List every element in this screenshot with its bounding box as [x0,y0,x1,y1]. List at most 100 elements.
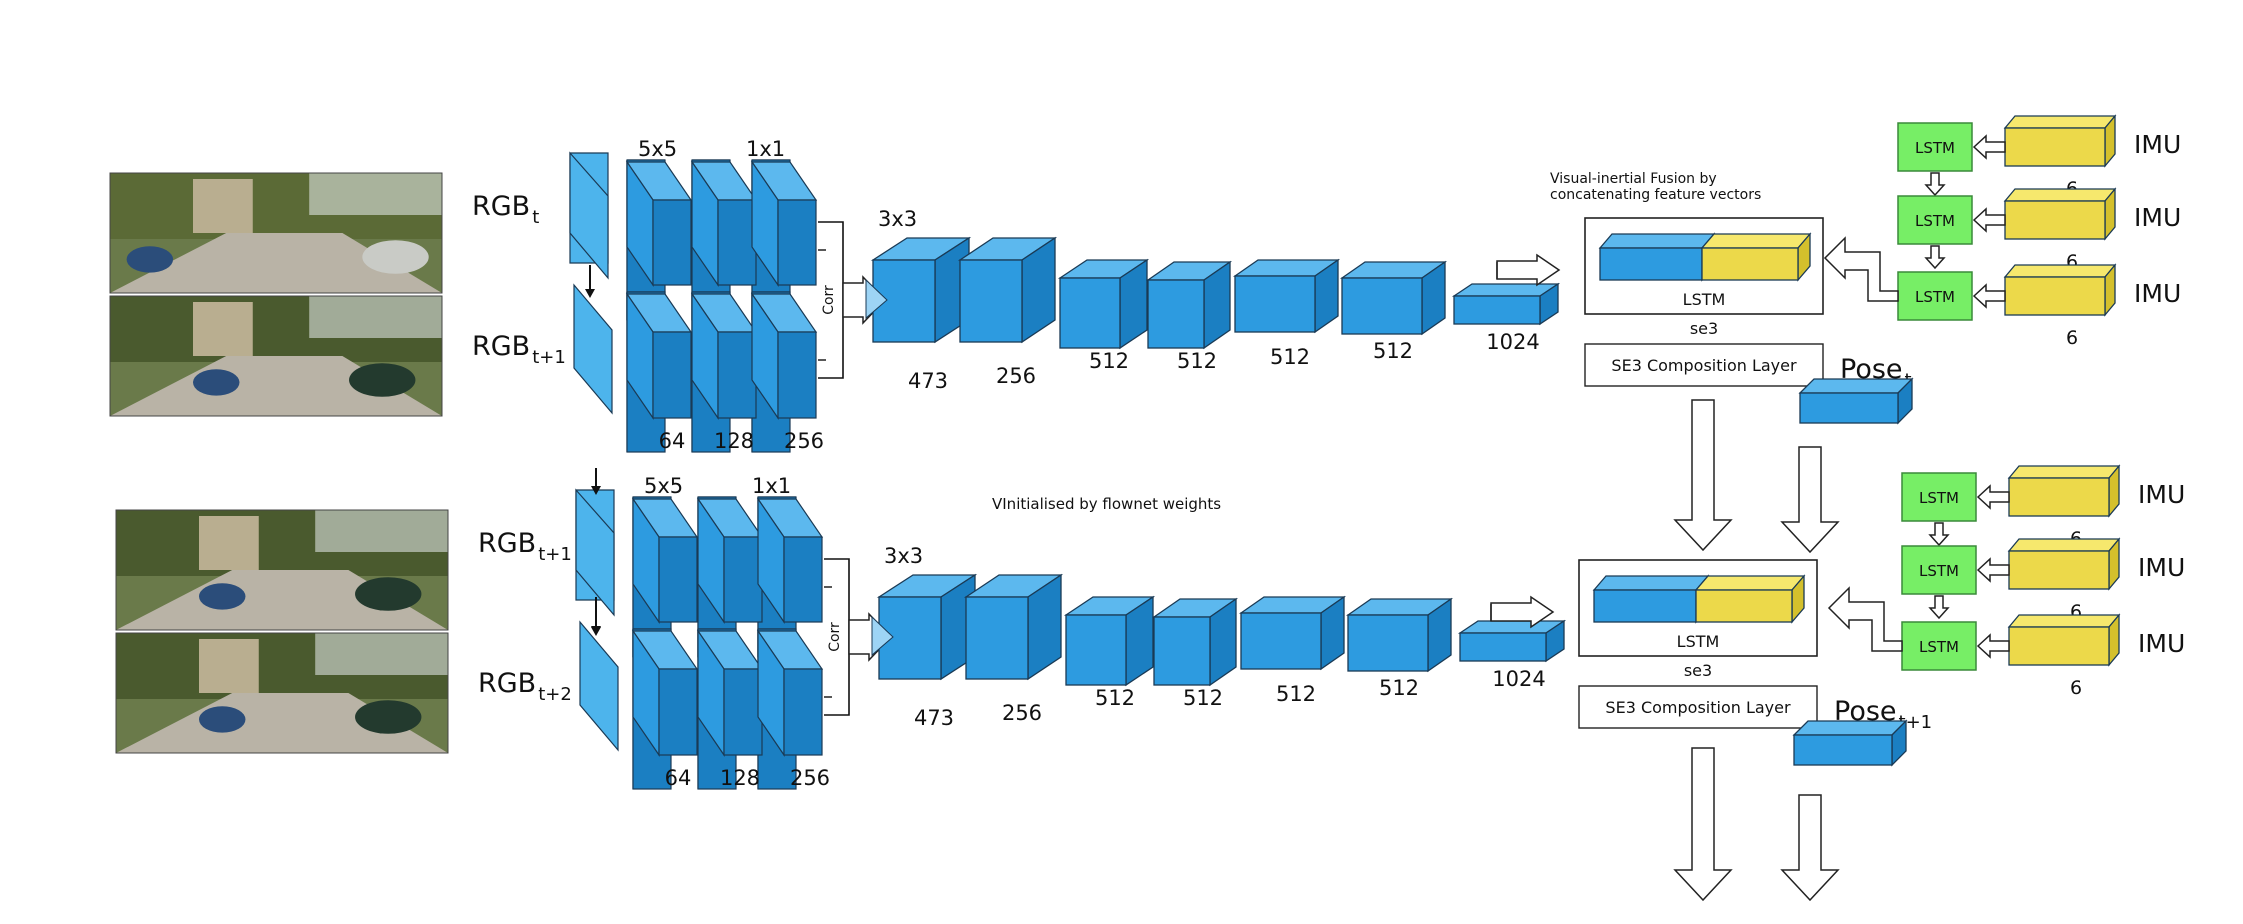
conv-block [1063,595,1156,687]
conv-channel-label: 512 [1373,339,1413,363]
down-hollow-arrow-icon [1780,794,1840,902]
conv-channel-label: 1024 [1486,330,1539,354]
encoder-block-top [750,160,818,287]
conv-channel-label: 473 [908,369,948,393]
photo-sky [315,633,448,675]
encoder-block-bottom [690,292,758,420]
corr-label: Corr [827,622,843,652]
imu-to-fusion-arrow [1823,236,1899,302]
imu-lstm-label: LSTM [1915,288,1955,306]
conv-block [876,573,978,681]
imu-lstm-cell [1901,621,1977,671]
imu-dim-label: 6 [2066,327,2078,349]
encoder-block-bottom [631,629,699,757]
corr-fan [865,278,888,320]
conv-channel-label: 1024 [1492,667,1545,691]
down-hollow-arrow-icon [1928,522,1950,547]
imu-label: IMU [2134,279,2181,308]
kernel-label-1x1: 1x1 [746,137,785,161]
imu-lstm-cell [1897,122,1973,172]
conv-channel-label: 512 [1177,349,1217,373]
box-front [1599,247,1703,281]
photo-car [349,363,416,397]
conv-block [1145,260,1233,350]
imu-dim-label: 6 [2070,677,2082,699]
input-plane-b-shape [573,283,613,415]
imu-lstm-cell [1897,271,1973,321]
conv-channel-label: 512 [1089,349,1129,373]
imu-lstm-label: LSTM [1915,139,1955,157]
photo-car [362,240,429,274]
box-front [1453,295,1541,325]
box-front [1793,734,1893,766]
photo-car [355,700,422,734]
photo-road [110,233,442,293]
kernel-label-1x1: 1x1 [752,474,791,498]
imu-lstm-cell [1901,472,1977,522]
conv-block [1057,258,1150,350]
imu-input-vector [2003,114,2117,168]
arrow-head [591,486,601,495]
slab-front [652,331,692,419]
box-front [1059,277,1121,349]
photo-car [199,706,246,733]
box-front [2004,276,2106,316]
photo-frame-a [115,509,449,631]
box-top [2003,115,2117,129]
photo-car [193,369,240,396]
box-front [2004,200,2106,240]
encoder-block-bottom [750,292,818,420]
box-top [1694,575,1806,591]
box-front [2004,127,2106,167]
kernel-label-5x5: 5x5 [638,137,677,161]
visual-feature-vector [1592,574,1710,624]
down-hollow-arrow-icon [1673,747,1733,902]
photo-building [193,302,253,356]
box-top [2007,614,2121,628]
inertial-feature-vector [1694,574,1806,624]
encoder-block-bottom [696,629,764,757]
slab-front [783,536,823,623]
flownet-init-note: VInitialised by flownet weights [992,495,1221,513]
left-hollow-arrow-icon [1972,207,2006,233]
inertial-feature-vector [1700,232,1812,282]
slab-front [658,668,698,756]
encoder-channel-label: 64 [665,766,692,790]
encoder-block-top [696,497,764,624]
left-hollow-arrow-icon [1976,557,2010,583]
conv-block [1345,597,1454,673]
conv-channel-label: 512 [1095,686,1135,710]
fusion-annotation-line-2: concatenating feature vectors [1550,187,1761,203]
slab-front [652,199,692,286]
photo-building [193,179,253,233]
se3-label: se3 [1684,661,1712,680]
slab-front [723,536,763,623]
photo-frame [115,632,449,754]
fusion-annotation-line-1: Visual-inertial Fusion by [1550,171,1717,187]
box-top [2007,538,2121,552]
fusion-lstm-label: LSTM [1677,632,1720,651]
box-front [2008,477,2110,517]
box-front [1701,247,1799,281]
imu-input-vector [2007,464,2121,518]
photo-frame [109,295,443,417]
down-arrow-icon [585,265,595,298]
se3-layer-label: SE3 Composition Layer [1605,698,1791,717]
imu-lstm-label: LSTM [1919,489,1959,507]
input-plane-a-shape [569,151,609,280]
left-hollow-arrow-icon [1972,134,2006,160]
encoder-channel-label: 64 [659,429,686,453]
pose-vector [1792,719,1908,767]
left-hollow-arrow-icon [1972,283,2006,309]
encoder-block-top [756,497,824,624]
encoder-block-top [625,160,693,287]
imu-stack-0: LSTM6IMULSTM6IMULSTM6IMU [1823,114,2181,349]
arrow-head [591,627,601,636]
photo-building [199,639,259,693]
box-front [1347,614,1429,672]
